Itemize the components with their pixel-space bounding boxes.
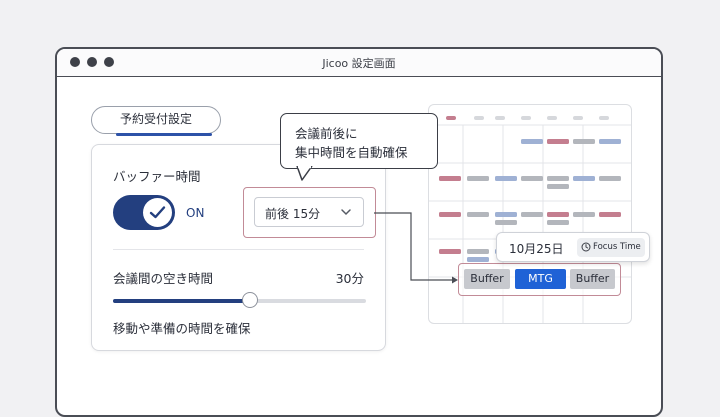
- toggle-state-label: ON: [186, 206, 205, 220]
- callout-tail: [296, 166, 313, 181]
- buffer-before-slot[interactable]: Buffer: [464, 269, 510, 289]
- maximize-window-dot[interactable]: [104, 57, 114, 67]
- tab-booking-settings[interactable]: 予約受付設定: [91, 106, 221, 136]
- buffer-select[interactable]: 前後 15分: [254, 197, 364, 227]
- meeting-slot[interactable]: MTG: [515, 269, 566, 289]
- meeting-gap-note: 移動や準備の時間を確保: [113, 321, 251, 336]
- check-icon: [149, 206, 166, 219]
- meeting-gap-slider[interactable]: [113, 292, 366, 308]
- tab-label: 予約受付設定: [119, 112, 192, 126]
- callout-line-2: 集中時間を自動確保: [295, 145, 408, 160]
- buffer-slot-group: Buffer MTG Buffer: [458, 263, 621, 296]
- buffer-select-highlight: 前後 15分: [243, 187, 376, 238]
- focus-time-chip: Focus Time: [577, 238, 645, 257]
- buffer-after-slot[interactable]: Buffer: [570, 269, 615, 289]
- title-bar: Jicoo 設定画面: [57, 49, 661, 77]
- buffer-toggle[interactable]: [113, 195, 175, 230]
- toggle-knob: [143, 198, 172, 227]
- slider-fill: [113, 299, 250, 303]
- slider-thumb[interactable]: [241, 292, 258, 308]
- buffer-time-label: バッファー時間: [113, 169, 201, 184]
- callout-bubble: 会議前後に 集中時間を自動確保: [280, 113, 438, 169]
- chevron-down-icon: [341, 209, 351, 216]
- focus-time-label: Focus Time: [593, 242, 641, 252]
- meeting-gap-label: 会議間の空き時間: [113, 271, 214, 286]
- tab-active-indicator: [116, 133, 212, 136]
- clock-icon: [581, 242, 591, 252]
- callout-line-1: 会議前後に: [295, 126, 358, 141]
- settings-card: バッファー時間 ON 前後 15分 会議間の空き時間 30分 移動や準備の時間を…: [91, 144, 386, 351]
- close-window-dot[interactable]: [70, 57, 80, 67]
- window-title: Jicoo 設定画面: [322, 57, 396, 70]
- minimize-window-dot[interactable]: [87, 57, 97, 67]
- date-label: 10月25日: [509, 242, 564, 256]
- section-divider: [113, 249, 364, 250]
- buffer-select-value: 前後 15分: [265, 207, 321, 221]
- date-tooltip: 10月25日 Focus Time: [496, 232, 650, 262]
- meeting-gap-value: 30分: [335, 271, 364, 286]
